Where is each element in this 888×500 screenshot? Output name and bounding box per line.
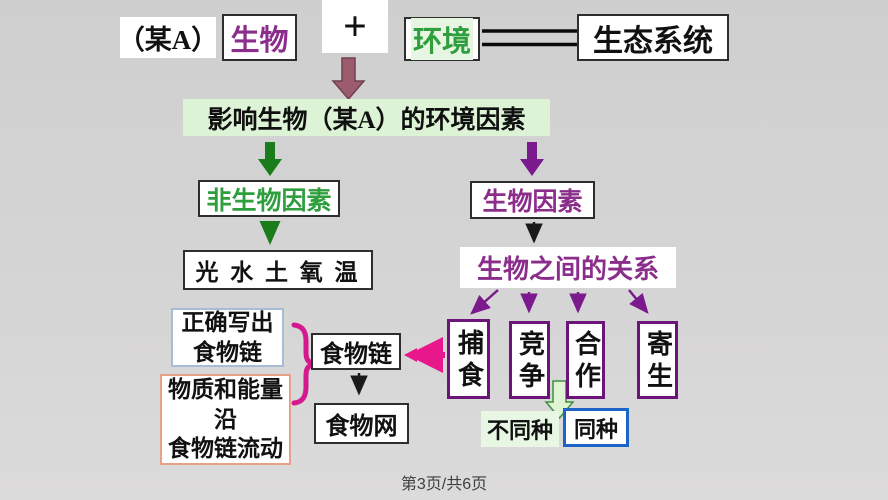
arrow-down-green-icon [258, 142, 282, 176]
box-abiotic-factors: 非生物因素 [198, 180, 340, 217]
arrow-predation-chain-head-icon [404, 348, 417, 362]
box-parasitism: 寄生 [637, 321, 678, 399]
biotic-text: 生物因素 [482, 189, 583, 216]
relations-connectors-icon [470, 289, 649, 315]
same-species-text: 同种 [573, 416, 618, 442]
predation-text: 捕食 [454, 329, 484, 393]
relations-title: 生物之间的关系 [460, 247, 676, 288]
food-web-text: 食物网 [325, 414, 398, 440]
equals-lines-icon [482, 29, 577, 47]
box-abiotic-items: 光 水 土 氧 温 [183, 250, 373, 290]
subject-label-text: （某A） [117, 25, 219, 55]
food-chain-text: 食物链 [320, 342, 392, 368]
relations-title-text: 生物之间的关系 [476, 255, 659, 284]
box-write-food-chain: 正确写出 食物链 [171, 308, 284, 367]
organism-text: 生物 [230, 24, 289, 57]
subject-label: （某A） [117, 17, 219, 58]
box-organism: 生物 [222, 14, 297, 61]
page-indicator: 第3页/共6页 [0, 470, 888, 494]
arrow-down-maroon-icon [331, 57, 366, 101]
abiotic-text: 非生物因素 [206, 187, 332, 215]
box-competition: 竞争 [509, 321, 550, 399]
write-note-line1: 正确写出 [181, 309, 274, 335]
plus-icon: + [343, 4, 367, 50]
box-food-web: 食物网 [314, 403, 409, 444]
ecosystem-text: 生态系统 [593, 24, 713, 58]
env-factors-title: 影响生物（某A）的环境因素 [183, 99, 550, 136]
box-environment: 环境 [404, 17, 480, 61]
box-cooperation: 合作 [566, 321, 605, 399]
write-note-line2: 食物链 [193, 339, 262, 365]
box-food-chain: 食物链 [311, 333, 401, 370]
energy-note-line1: 物质和能量 [168, 376, 283, 402]
page-indicator-text: 第3页/共6页 [400, 476, 488, 493]
box-biotic-factors: 生物因素 [470, 181, 595, 219]
plus-sign: + [322, 0, 388, 53]
label-different-species: 不同种 [481, 411, 559, 447]
box-same-species: 同种 [563, 408, 629, 447]
energy-note-line3: 食物链流动 [168, 436, 283, 462]
parasitism-text: 寄生 [643, 330, 673, 394]
box-ecosystem: 生态系统 [577, 14, 729, 61]
cooperation-text: 合作 [571, 330, 601, 394]
env-factors-title-text: 影响生物（某A）的环境因素 [207, 106, 526, 134]
environment-text: 环境 [410, 18, 473, 60]
box-predation: 捕食 [447, 319, 490, 399]
box-matter-energy: 物质和能量 沿 食物链流动 [160, 374, 291, 465]
abiotic-items-text: 光 水 土 氧 温 [195, 260, 361, 285]
arrow-down-purple-icon [520, 142, 544, 176]
competition-text: 竞争 [515, 330, 545, 394]
energy-note-line2: 沿 [214, 406, 237, 432]
different-species-text: 不同种 [486, 418, 553, 443]
